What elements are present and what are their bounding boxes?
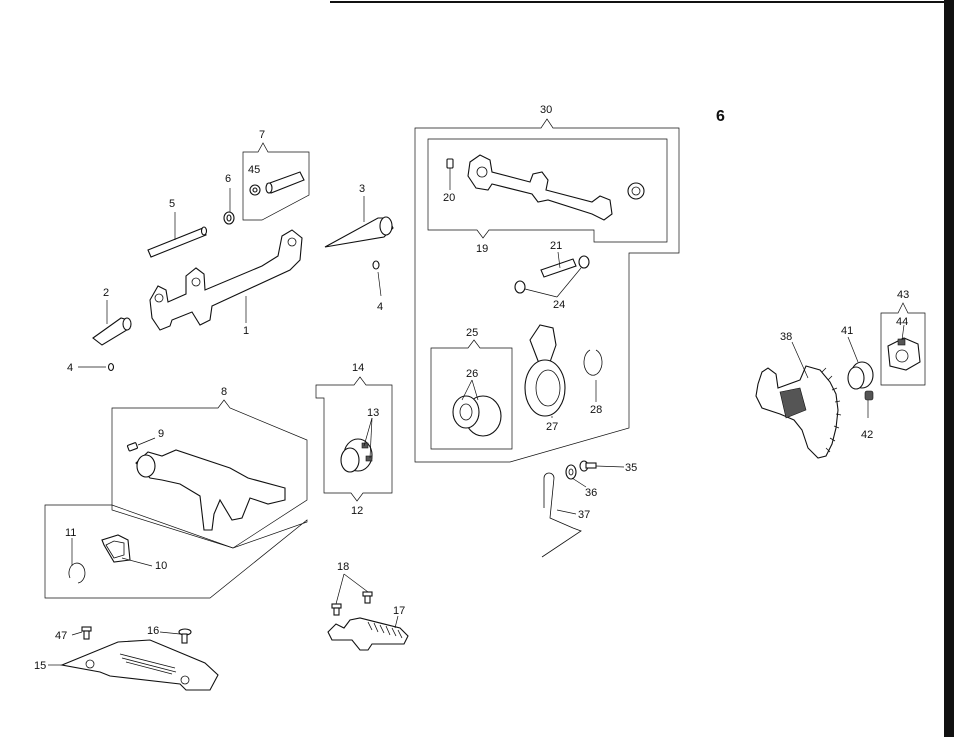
label-16: 16 (147, 625, 159, 637)
part-44-screw (898, 339, 905, 345)
part-2-taper-base (123, 318, 131, 330)
part-24-clip-b (579, 256, 589, 268)
label-6: 6 (225, 173, 231, 185)
label-21: 21 (550, 240, 562, 252)
label-47: 47 (55, 630, 67, 642)
part-41-collar-face (848, 367, 864, 389)
part-21-pin (541, 259, 576, 277)
part-6-ring (224, 212, 234, 224)
part-35-screw (580, 461, 596, 471)
label-4-upper: 4 (377, 301, 383, 313)
label-26: 26 (466, 368, 478, 380)
part-37-wire (542, 473, 581, 557)
label-15: 15 (34, 660, 46, 672)
label-7: 7 (259, 129, 265, 141)
label-5: 5 (169, 198, 175, 210)
label-30: 30 (540, 104, 552, 116)
label-36: 36 (585, 487, 597, 499)
part-19-crank-shaft (468, 155, 612, 220)
label-19: 19 (476, 243, 488, 255)
label-14: 14 (352, 362, 364, 374)
label-8: 8 (221, 386, 227, 398)
label-24: 24 (553, 299, 565, 311)
group-14-bracket (316, 377, 392, 501)
group-10-11-bracket (45, 505, 307, 598)
part-18-screw-a (332, 604, 341, 615)
part-10-block (102, 535, 130, 562)
label-18: 18 (337, 561, 349, 573)
part-45-clip (250, 185, 260, 195)
part-27-eccentric-ring (525, 360, 565, 416)
label-9: 9 (158, 428, 164, 440)
label-3: 3 (359, 183, 365, 195)
label-1: 1 (243, 325, 249, 337)
part-15-needle-plate (62, 640, 218, 690)
label-25: 25 (466, 327, 478, 339)
part-47-screw (82, 627, 91, 639)
label-41: 41 (841, 325, 853, 337)
label-13: 13 (367, 407, 379, 419)
label-20: 20 (443, 192, 455, 204)
group-25-bracket (431, 340, 512, 449)
part-11-ring (69, 563, 85, 583)
part-4-nut-upper (373, 261, 379, 269)
part-18-screw-b (363, 592, 372, 603)
label-35: 35 (625, 462, 637, 474)
label-17: 17 (393, 605, 405, 617)
label-4-lower: 4 (67, 362, 73, 374)
part-13-screw-b (366, 456, 372, 461)
part-8-lever (136, 450, 285, 530)
right-edge-bar (944, 0, 954, 737)
part-5-pin-end (202, 227, 207, 235)
label-27: 27 (546, 421, 558, 433)
part-19-end-collar (628, 183, 644, 199)
part-9-pin (127, 442, 138, 451)
part-8-lever-end (137, 455, 155, 477)
label-11: 11 (65, 527, 76, 539)
page-number: 6 (716, 108, 725, 125)
part-16-screw (179, 629, 191, 643)
label-2: 2 (103, 287, 109, 299)
part-28-clip (584, 350, 602, 375)
label-10: 10 (155, 560, 167, 572)
part-5-pin (148, 228, 206, 257)
part-12-cam-face (341, 448, 359, 472)
label-12: 12 (351, 505, 363, 517)
part-7-shaft (267, 172, 304, 193)
part-24-clip-a (515, 281, 525, 293)
part-26-collar-inner (453, 396, 479, 428)
label-43: 43 (897, 289, 909, 301)
label-45: 45 (248, 164, 260, 176)
label-28: 28 (590, 404, 602, 416)
part-36-washer (566, 465, 576, 479)
part-42-setscrew (865, 391, 873, 400)
label-38: 38 (780, 331, 792, 343)
label-37: 37 (578, 509, 590, 521)
part-7-shaft-end (266, 183, 272, 193)
label-42: 42 (861, 429, 873, 441)
part-20-pin (447, 159, 453, 168)
label-44: 44 (896, 316, 908, 328)
part-3-cone-base (380, 217, 392, 235)
part-4-nut-lower (109, 364, 114, 371)
